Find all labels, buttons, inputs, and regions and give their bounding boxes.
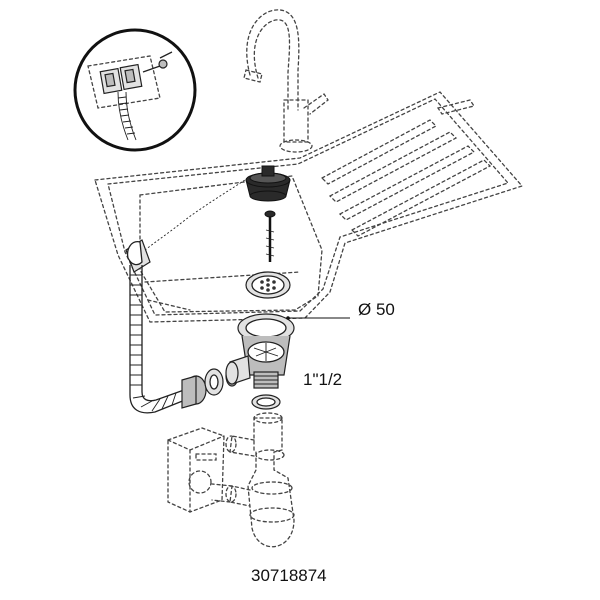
sink-outline [94, 91, 524, 323]
faucet-outline [243, 9, 329, 153]
diameter-label: Ø 50 [358, 300, 395, 319]
overflow-hose [129, 265, 186, 414]
sink-plug [245, 165, 291, 202]
part-number-label: 30718874 [251, 566, 327, 585]
overflow-head [125, 239, 151, 273]
plug-chain [144, 177, 249, 251]
strainer-grate [245, 271, 291, 299]
drainer-grooves [320, 99, 492, 237]
detail-inset [73, 28, 197, 152]
washing-machine [167, 427, 225, 513]
thread-size-label: 1"1/2 [303, 370, 343, 389]
bottle-trap [211, 412, 295, 548]
waste-body [225, 313, 295, 389]
strainer-screw [264, 210, 276, 262]
